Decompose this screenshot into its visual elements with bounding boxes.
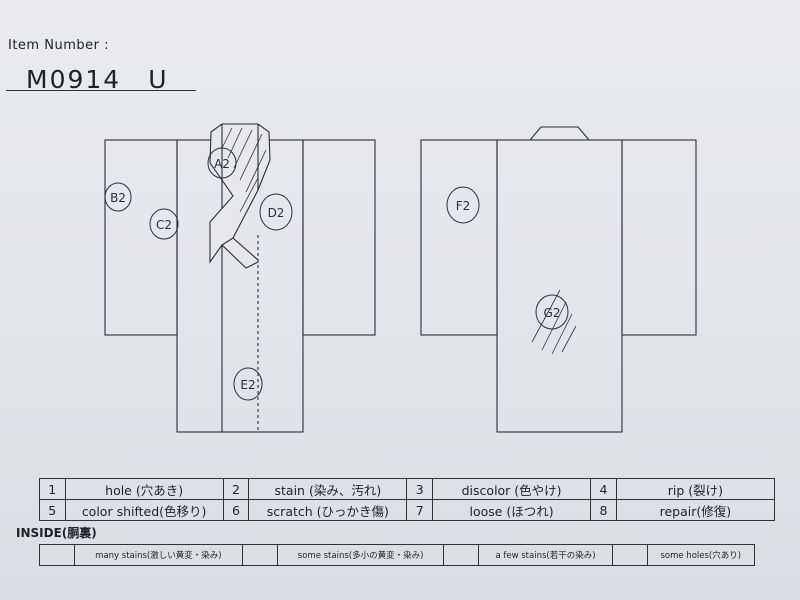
legend-num: 4 [590, 478, 617, 500]
mark-a2: A2 [207, 147, 237, 179]
svg-text:E2: E2 [240, 378, 255, 392]
back-left-sleeve [420, 139, 498, 336]
mark-f2: F2 [446, 186, 480, 224]
legend-label: loose (ほつれ) [431, 499, 592, 521]
mark-e2: E2 [233, 367, 263, 401]
legend-label: scratch (ひっかき傷) [248, 499, 408, 521]
item-number-value: M0914 U [26, 65, 169, 94]
front-left-sleeve [104, 139, 178, 336]
inside-lining-table: many stains(激しい黄変・染み) some stains(多小の黄変・… [39, 544, 756, 566]
kimono-front-diagram [104, 123, 376, 433]
inside-checkbox [443, 544, 480, 566]
legend-label: stain (染み、汚れ) [248, 478, 408, 500]
svg-text:B2: B2 [110, 191, 126, 205]
legend-row: 1 hole (穴あき) 2 stain (染み、汚れ) 3 discolor … [39, 478, 776, 500]
mark-g2: G2 [535, 294, 569, 330]
svg-text:F2: F2 [456, 199, 471, 213]
inside-checkbox [39, 544, 75, 566]
legend-num: 8 [590, 499, 617, 521]
legend-label: color shifted(色移り) [64, 499, 224, 521]
svg-text:A2: A2 [214, 157, 230, 171]
legend-num: 2 [222, 478, 250, 500]
legend-num: 1 [39, 478, 66, 500]
damage-legend-table: 1 hole (穴あき) 2 stain (染み、汚れ) 3 discolor … [39, 478, 776, 521]
legend-label: rip (裂け) [615, 478, 776, 500]
kimono-back-diagram [420, 126, 697, 433]
legend-label: discolor (色やけ) [431, 478, 592, 500]
back-body [496, 139, 623, 433]
inside-checkbox [611, 544, 648, 566]
front-collar [209, 123, 271, 269]
back-stain-hatching [531, 289, 577, 355]
item-number-label: Item Number : [8, 38, 109, 53]
front-right-sleeve [302, 139, 376, 336]
svg-text:D2: D2 [268, 206, 285, 220]
inside-section-label: INSIDE(胴裏) [16, 526, 97, 540]
collar-hatching [221, 127, 267, 213]
mark-b2: B2 [104, 182, 132, 212]
inside-option-label: some holes(穴あり) [646, 544, 756, 566]
inside-row: many stains(激しい黄変・染み) some stains(多小の黄変・… [39, 544, 756, 566]
svg-text:G2: G2 [544, 306, 561, 320]
inside-option-label: many stains(激しい黄変・染み) [74, 544, 243, 566]
back-collar [528, 126, 591, 141]
item-number-underline [6, 90, 196, 91]
legend-row: 5 color shifted(色移り) 6 scratch (ひっかき傷) 7… [39, 499, 776, 521]
legend-num: 7 [406, 499, 433, 521]
mark-c2: C2 [149, 208, 179, 240]
back-right-sleeve [621, 139, 697, 336]
svg-text:C2: C2 [156, 218, 172, 232]
inside-option-label: a few stains(若干の染み) [478, 544, 613, 566]
mark-d2: D2 [259, 193, 293, 231]
legend-label: hole (穴あき) [64, 478, 224, 500]
legend-num: 5 [39, 499, 66, 521]
legend-label: repair(修復) [615, 499, 776, 521]
inside-checkbox [241, 544, 278, 566]
inside-option-label: some stains(多小の黄変・染み) [276, 544, 445, 566]
legend-num: 6 [222, 499, 250, 521]
legend-num: 3 [406, 478, 433, 500]
